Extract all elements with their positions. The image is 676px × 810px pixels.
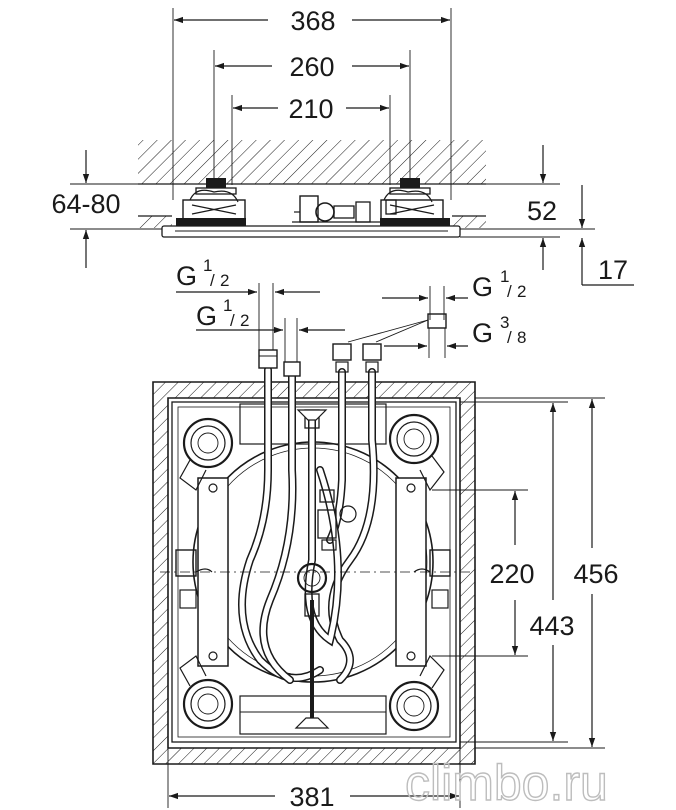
svg-text:2: 2 (240, 311, 249, 330)
side-elevation: 64-80 52 17 (51, 140, 634, 286)
svg-text:1: 1 (500, 267, 509, 286)
svg-text:8: 8 (517, 328, 526, 347)
svg-text:/: / (230, 311, 235, 330)
svg-text:/: / (507, 282, 512, 301)
thread-callouts: G 1 / 2 G 1 / 2 G 1 / (176, 256, 526, 362)
dim-443: 443 (529, 611, 574, 641)
dim-456: 456 (573, 559, 618, 589)
svg-text:2: 2 (517, 282, 526, 301)
svg-text:3: 3 (500, 313, 509, 332)
svg-text:G: G (472, 272, 493, 302)
corner-nozzle-top-left (179, 417, 234, 491)
svg-text:/: / (210, 271, 215, 290)
corner-nozzle-top-right (388, 413, 445, 492)
center-valve-assembly (292, 195, 397, 223)
svg-text:1: 1 (203, 256, 212, 275)
corner-nozzle-bottom-left (179, 655, 234, 730)
dim-17: 17 (598, 255, 628, 285)
dim-381: 381 (289, 782, 334, 810)
top-dimensions: 368 260 210 (172, 6, 452, 200)
thread-right-lower: G 3 / 8 (347, 313, 526, 358)
svg-text:G: G (196, 301, 217, 331)
corner-nozzle-bottom-right (388, 654, 445, 732)
svg-text:G: G (472, 318, 493, 348)
dim-260: 260 (289, 52, 334, 82)
thread-left-upper: G 1 / 2 (176, 256, 320, 350)
left-ceiling-mount (176, 178, 246, 226)
svg-text:2: 2 (220, 271, 229, 290)
thread-left-lower: G 1 / 2 (196, 296, 345, 362)
dim-52: 52 (527, 196, 557, 226)
dim-368: 368 (290, 6, 335, 36)
inlet-connectors (258, 343, 382, 377)
dim-210: 210 (288, 94, 333, 124)
svg-text:G: G (176, 261, 197, 291)
svg-text:1: 1 (223, 296, 232, 315)
svg-text:/: / (507, 328, 512, 347)
plan-view (152, 343, 476, 765)
dim-220: 220 (489, 559, 534, 589)
center-fittings (294, 409, 357, 729)
watermark: climbo.ru (405, 755, 608, 810)
right-ceiling-mount (380, 178, 450, 226)
dim-64-80: 64-80 (51, 189, 120, 219)
plan-dimensions: 220 443 456 381 (167, 397, 619, 810)
side-clamps (175, 549, 451, 609)
